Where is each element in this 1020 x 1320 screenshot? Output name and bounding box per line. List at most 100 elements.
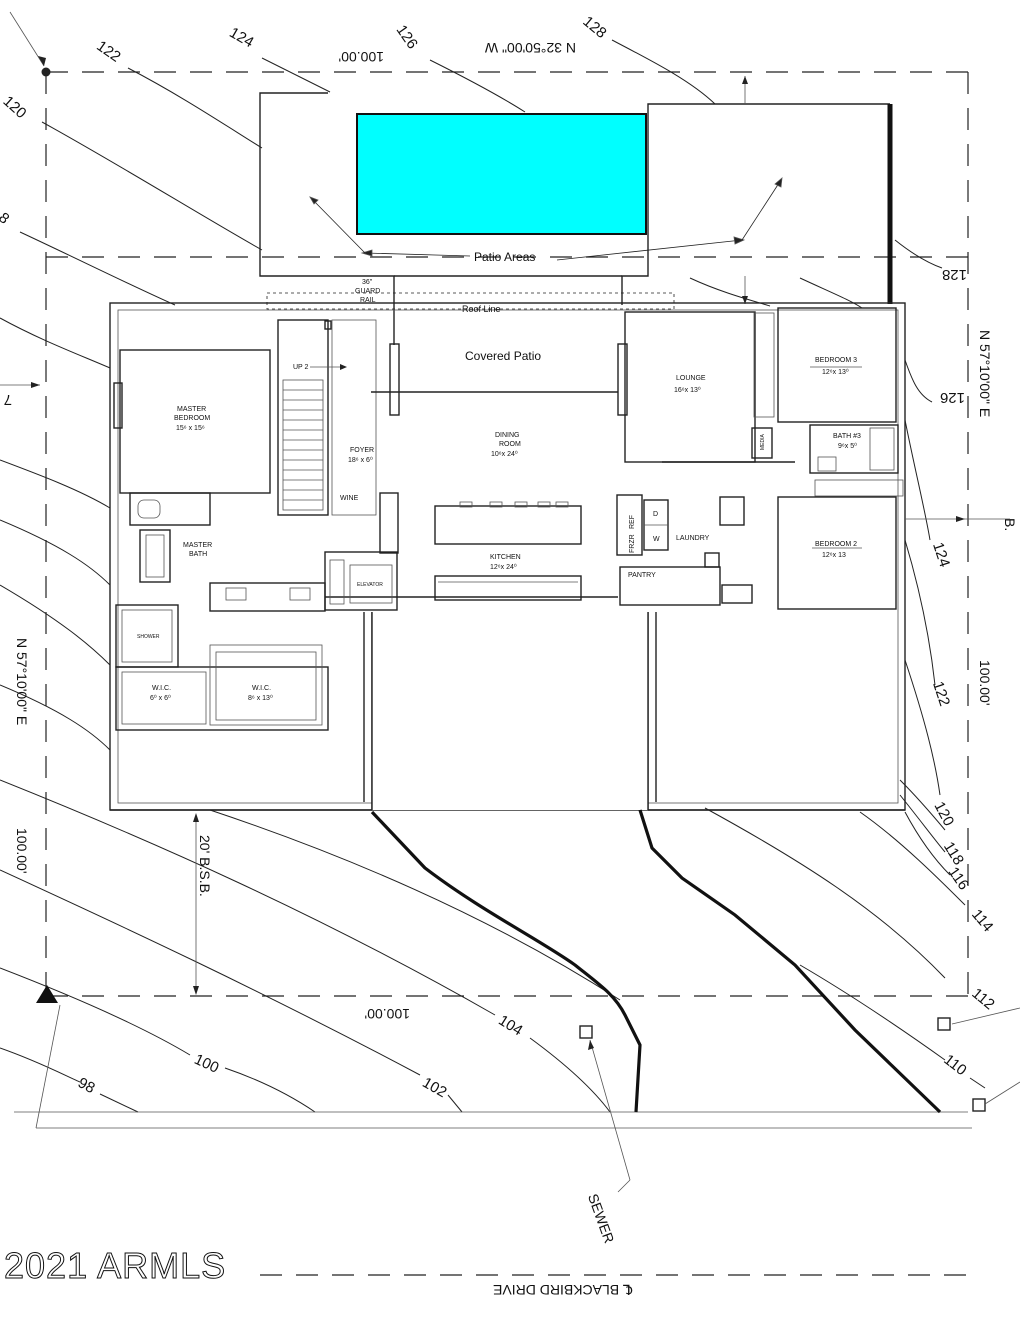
bath-3: BATH #3 9⁶x 5⁰ — [809, 424, 904, 497]
rooms-wic2-size-label: 8⁶ x 13⁰ — [248, 694, 273, 702]
corner-marker — [41, 67, 51, 77]
rooms-kitchen-size-label: 12⁶x 24⁰ — [490, 563, 517, 571]
rooms-master-bedroom-name-0-label: MASTER — [177, 406, 206, 413]
rooms-lounge-size-label: 16⁶x 13⁰ — [674, 386, 701, 394]
patio-areas — [259, 76, 893, 345]
house-outline — [109, 292, 906, 811]
right-distance: 100.00' — [977, 660, 993, 706]
contours-c117-left-label: 7 — [4, 391, 12, 408]
dining-room: DINING ROOM 10⁶x 24⁰ — [491, 432, 521, 458]
rooms-master-bath-name-1-label: BATH — [189, 551, 207, 558]
master-bath: MASTER BATH SHOWER — [115, 492, 326, 668]
rooms-bath3-size-label: 9⁶x 5⁰ — [838, 442, 857, 450]
labels-dryer-label: D — [653, 511, 658, 518]
contour-lines — [0, 39, 986, 1113]
rooms-master-bath-name-0-label: MASTER — [183, 542, 212, 549]
patio-arrows — [309, 177, 783, 261]
top-distance: 100.00' — [339, 49, 385, 65]
labels-up-stair-label: UP 2 — [293, 364, 309, 371]
contours-c98-label: 98 — [75, 1074, 98, 1097]
contours-c128-right-label: 128 — [942, 266, 967, 283]
master-bedroom: MASTER BEDROOM 15⁶ x 15⁶ — [113, 349, 271, 494]
right-bearing: N 57°10'00" E — [977, 330, 993, 417]
guard-rail-label: 36" GUARD RAIL — [355, 279, 380, 304]
labels-guard-rail-2-label: RAIL — [360, 297, 376, 304]
corner-triangle-marker — [36, 985, 58, 1003]
left-bearing: N 57°10'00" E — [14, 638, 30, 725]
rooms-wic1-name-label: W.I.C. — [152, 685, 171, 692]
utility-markers — [937, 1007, 1020, 1112]
contours-c124-right-label: 124 — [929, 540, 953, 569]
rooms-kitchen-name-label: KITCHEN — [490, 554, 521, 561]
contours-right-edge-b-label: B. — [1002, 518, 1018, 531]
rooms-bath3-name-label: BATH #3 — [833, 433, 861, 440]
left-distance: 100.00' — [14, 828, 30, 874]
contours-c128-top-label: 128 — [579, 13, 609, 42]
laundry: REF FRZR D W LAUNDRY PANTRY — [616, 494, 753, 606]
rooms-bedroom2-name-label: BEDROOM 2 — [815, 541, 857, 548]
sewer-marker: SEWER — [579, 1025, 631, 1246]
labels-guard-rail-0-label: 36" — [362, 279, 373, 286]
labels-guard-rail-1-label: GUARD — [355, 288, 380, 295]
contours-c120-right-label: 120 — [930, 799, 957, 829]
labels-refrigerator-label: REF — [629, 515, 636, 529]
rooms-wic1-size-label: 6⁰ x 6⁰ — [150, 694, 171, 702]
contours-c118-left-label: 8 — [0, 209, 12, 227]
bedroom-2: BEDROOM 2 12⁶x 13 — [777, 496, 897, 610]
rooms-bedroom3-size-label: 12⁶x 13⁰ — [822, 368, 849, 376]
rooms-wic2-name-label: W.I.C. — [252, 685, 271, 692]
contours-c126-top-label: 126 — [393, 22, 421, 52]
contours-c122-top-label: 122 — [93, 37, 123, 65]
contours-c112-label: 112 — [968, 985, 997, 1013]
roof-line-label: Roof Line — [462, 304, 501, 314]
walk-in-closets: W.I.C. 6⁰ x 6⁰ W.I.C. 8⁶ x 13⁰ — [115, 644, 329, 731]
rooms-laundry-name-label: LAUNDRY — [676, 535, 710, 542]
kitchen: KITCHEN 12⁶x 24⁰ — [325, 501, 618, 601]
rooms-foyer-name-label: FOYER — [350, 447, 374, 454]
rooms-lounge-name-label: LOUNGE — [676, 375, 706, 382]
contours-c122-right-label: 122 — [929, 679, 953, 708]
rooms-dining-name-0-label: DINING — [495, 432, 520, 439]
street-label: ℄ BLACKBIRD DRIVE — [493, 1282, 633, 1298]
property-boundary — [9, 11, 972, 1276]
patio-areas-label: Patio Areas — [474, 250, 535, 264]
driveway — [370, 809, 942, 1114]
top-bearing: N 32°50'00" W — [484, 40, 576, 56]
elevator: ELEVATOR — [324, 492, 399, 611]
rooms-pantry-name-label: PANTRY — [628, 572, 656, 579]
labels-elevator-label: ELEVATOR — [357, 582, 383, 588]
covered-patio-label: Covered Patio — [465, 349, 541, 363]
contours-c120-left-label: 120 — [0, 93, 30, 122]
contours-c114-label: 114 — [968, 906, 996, 935]
watermark: 2021 ARMLS — [4, 1245, 226, 1286]
setback-dimension: 20' B.S.B. — [193, 813, 213, 995]
lounge: MEDIA LOUNGE 16⁶x 13⁰ — [624, 311, 795, 463]
labels-freezer-label: FRZR — [629, 534, 636, 553]
patio-rail — [371, 343, 628, 416]
labels-washer-label: W — [653, 536, 660, 543]
labels-shower-label: SHOWER — [137, 634, 160, 640]
contours-c124-top-label: 124 — [226, 24, 256, 51]
contours-c110-label: 110 — [940, 1051, 969, 1079]
contours-c104-label: 104 — [495, 1012, 525, 1040]
foyer: FOYER 18⁶ x 6⁰ WINE — [340, 447, 374, 502]
contours-c102-label: 102 — [419, 1074, 449, 1101]
contours-c126-right-label: 126 — [940, 389, 965, 406]
labels-sewer-label: SEWER — [585, 1192, 618, 1246]
bottom-distance: 100.00' — [365, 1006, 411, 1022]
labels-wine-label: WINE — [340, 495, 359, 502]
rooms-master-bedroom-size-label: 15⁶ x 15⁶ — [176, 425, 205, 432]
rooms-dining-name-1-label: ROOM — [499, 441, 521, 448]
rooms-bedroom3-name-label: BEDROOM 3 — [815, 357, 857, 364]
rooms-bedroom2-size-label: 12⁶x 13 — [822, 552, 846, 559]
rooms-master-bedroom-name-1-label: BEDROOM — [174, 415, 210, 422]
labels-media-label: MEDIA — [760, 434, 766, 451]
pool — [356, 113, 647, 235]
contours-c100-label: 100 — [192, 1051, 222, 1077]
rooms-dining-size-label: 10⁶x 24⁰ — [491, 450, 518, 458]
contours-c118-label: 118 — [940, 839, 967, 868]
labels-setback-label: 20' B.S.B. — [197, 835, 213, 897]
bedroom-3: BEDROOM 3 12⁶x 13⁰ — [777, 307, 897, 423]
dimension-ticks — [0, 382, 1010, 522]
